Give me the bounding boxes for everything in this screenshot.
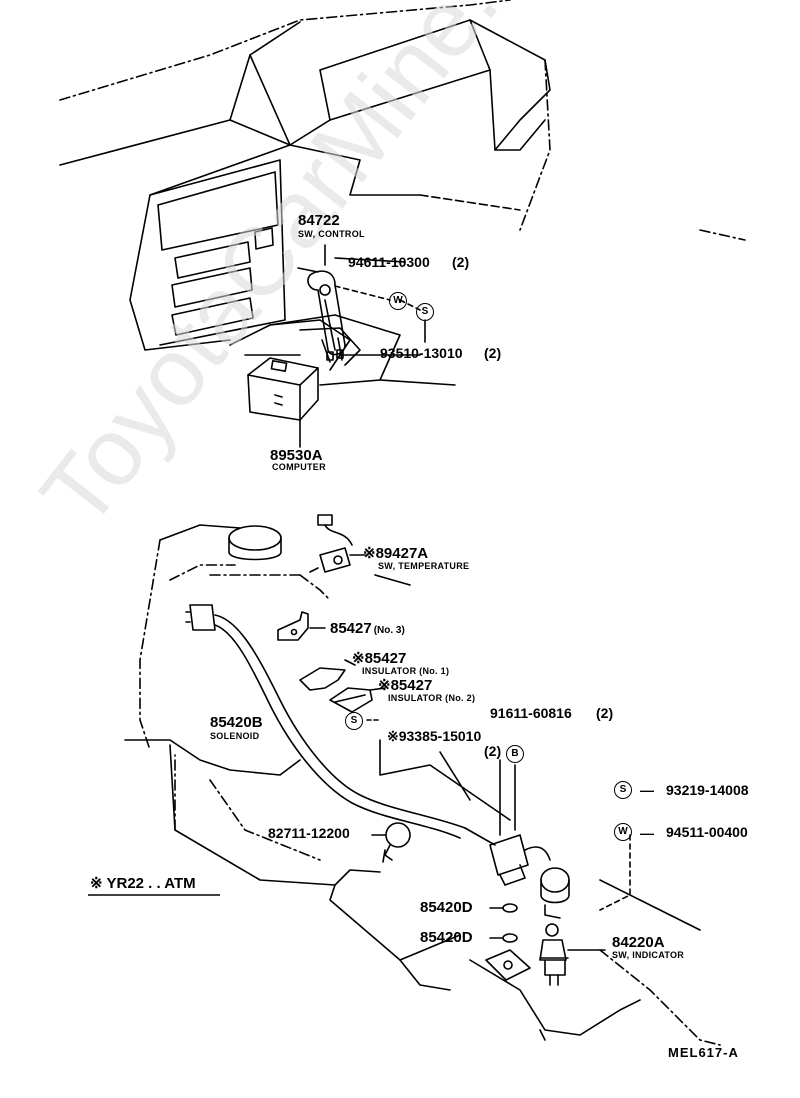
insulator-no1-part-number: ※85427: [352, 651, 406, 666]
screw-94611-qty: (2): [452, 254, 470, 270]
bolt-91611-qty: (2): [596, 705, 614, 721]
sw-indicator-part-number: 84220A: [612, 934, 665, 951]
lower-leaders: [366, 719, 631, 939]
legend-s-part-number: 93219-14008: [666, 782, 749, 798]
oring-2-part-number: 85420D: [420, 929, 473, 946]
s-symbol-lower: S: [345, 712, 363, 730]
model-note-text: YR22 . . ATM: [106, 875, 196, 892]
insulator-drawings: [299, 659, 386, 713]
solenoid-body-drawing: [489, 834, 570, 919]
sw-indicator-name: SW, INDICATOR: [612, 950, 685, 960]
engine-outline: [124, 524, 721, 1046]
computer-part-number: 89530A: [270, 447, 323, 464]
legend-s-dash: —: [640, 782, 654, 798]
diagram-code: MEL617-A: [668, 1045, 739, 1060]
screw-94611-part-number: 94611-10300: [348, 254, 430, 270]
bolt-93385-qty: (2): [484, 743, 502, 759]
bolt-93385-part-number: ※93385-15010: [387, 729, 481, 743]
bolt-93385-number: 93385-15010: [398, 728, 482, 744]
computer-name: COMPUTER: [272, 462, 326, 472]
upper-leaders: [334, 257, 426, 356]
temperature-switch-drawing: [309, 514, 366, 573]
legend-w-symbol: W: [614, 823, 632, 841]
legend-w-part-number: 94511-00400: [666, 824, 748, 840]
legend-s-symbol: S: [614, 781, 632, 799]
bracket-no3-part-number: 85427(No. 3): [330, 621, 405, 636]
oring-1-part-number: 85420D: [420, 899, 473, 916]
bolt-91611-part-number: 91611-60816: [490, 705, 572, 721]
insulator-no2-number: 85427: [390, 677, 433, 694]
screw-93510-part-number: 93510-13010: [380, 345, 463, 361]
insulator-no2-mark: ※: [378, 677, 391, 694]
bracket-no3-note: (No. 3): [373, 625, 405, 636]
bracket-no3-number: 85427: [330, 620, 372, 637]
solenoid-cable-drawing: [185, 604, 496, 846]
clamp-drawing: [371, 822, 411, 863]
sw-temperature-number: 89427A: [375, 545, 429, 562]
w-symbol-upper: W: [389, 292, 407, 310]
b-symbol: B: [506, 745, 524, 763]
computer-drawing: [247, 357, 319, 448]
sw-temperature-part-number: ※89427A: [363, 546, 428, 561]
bolt-93385-mark: ※: [387, 728, 399, 744]
insulator-no1-number: 85427: [364, 650, 407, 667]
bracket-no3-drawing: [277, 611, 326, 641]
screw-93510-qty: (2): [484, 345, 502, 361]
clamp-part-number: 82711-12200: [268, 825, 350, 841]
model-note: ※ YR22 . . ATM: [90, 876, 196, 891]
solenoid-part-number: 85420B: [210, 714, 263, 731]
insulator-no1-name: INSULATOR (No. 1): [362, 666, 450, 676]
s-symbol-upper: S: [416, 303, 434, 321]
tank-cap-drawing: [228, 525, 282, 561]
sw-control-part-number: 84722: [298, 212, 340, 229]
insulator-no1-mark: ※: [352, 650, 365, 667]
model-note-underline: [88, 894, 220, 896]
control-switch-drawing: [297, 244, 346, 363]
insulator-no2-name: INSULATOR (No. 2): [388, 693, 476, 703]
model-note-mark: ※: [90, 875, 103, 892]
sw-temperature-mark: ※: [363, 545, 376, 562]
dashboard-outline: [59, 0, 746, 351]
sw-temperature-name: SW, TEMPERATURE: [378, 561, 470, 571]
solenoid-name: SOLENOID: [210, 731, 260, 741]
indicator-switch-drawing: [485, 903, 606, 986]
sw-control-name: SW, CONTROL: [298, 229, 365, 239]
legend-w-dash: —: [640, 825, 654, 841]
insulator-no2-part-number: ※85427: [378, 678, 432, 693]
